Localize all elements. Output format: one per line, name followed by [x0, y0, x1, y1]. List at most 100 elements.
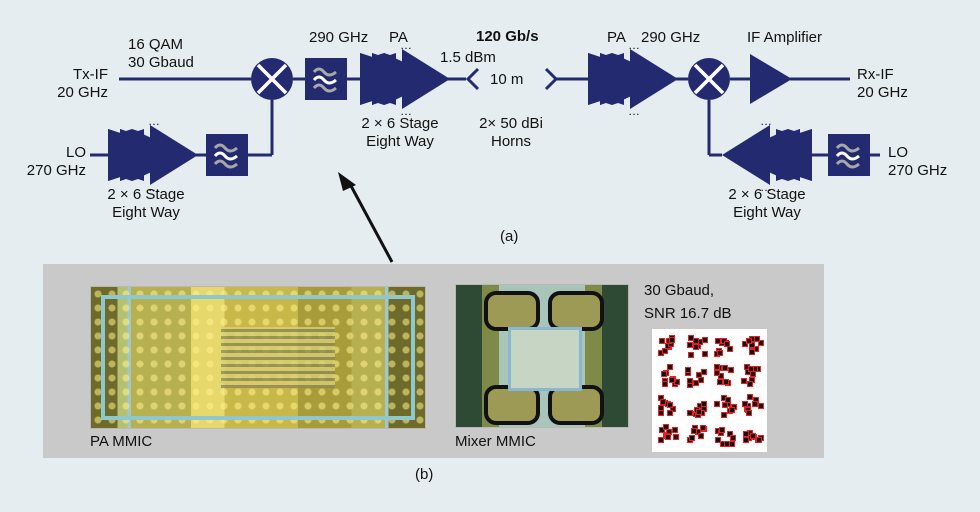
rx-horn-icon: [544, 67, 559, 91]
tx-lo-filter: [204, 132, 250, 178]
constellation-point: [747, 380, 754, 387]
output-power-label: 1.5 dBm: [440, 49, 496, 66]
constellation-point: [750, 433, 757, 440]
constellation-point: [714, 370, 721, 377]
snr-label: SNR 16.7 dB: [644, 305, 732, 322]
rx-power-amplifier: [588, 38, 678, 118]
tx-mixer: [249, 56, 295, 102]
tx-rf-filter: [303, 56, 349, 102]
constellation-point: [755, 437, 762, 444]
constellation-point: [723, 441, 730, 448]
constellation-point: [701, 351, 708, 358]
constellation-point: [669, 336, 676, 343]
constellation-point: [666, 364, 673, 371]
constellation-point: [673, 434, 680, 441]
constellation-point: [758, 339, 765, 346]
constellation-point: [722, 401, 729, 408]
constellation-point: [722, 378, 729, 385]
constellation-point: [666, 410, 673, 417]
mixer-mmic-label: Mixer MMIC: [455, 433, 536, 450]
mixer-mmic-photo: [455, 284, 629, 428]
constellation-point: [721, 364, 728, 371]
rx-lo-filter: [826, 132, 872, 178]
caption-a: (a): [500, 228, 519, 245]
constellation-point: [743, 436, 750, 443]
constellation-point: [745, 338, 752, 345]
constellation-point: [717, 378, 724, 385]
rx-rf-label: 290 GHz: [641, 29, 701, 46]
constellation-point: [693, 379, 700, 386]
constellation-point: [689, 435, 696, 442]
constellation-point: [696, 408, 703, 415]
tx-pa-label: PA: [389, 29, 408, 46]
constellation-point: [666, 401, 673, 408]
constellation-point: [692, 343, 699, 350]
constellation-point: [659, 338, 666, 345]
constellation-point: [746, 394, 753, 401]
constellation-point: [749, 341, 756, 348]
constellation-point: [721, 411, 728, 418]
constellation-point: [697, 376, 704, 383]
constellation-point: [758, 403, 765, 410]
constellation-point: [657, 404, 664, 411]
pa-mmic-photo: [90, 286, 426, 429]
constellation-point: [660, 371, 667, 378]
constellation-point: [726, 345, 733, 352]
constellation-point: [688, 334, 695, 341]
constellation-point: [691, 428, 698, 435]
constellation-point: [751, 401, 758, 408]
distance-label: 10 m: [490, 71, 524, 88]
constellation-point: [715, 437, 722, 444]
if-amplifier-label: IF Amplifier: [747, 29, 823, 46]
constellation-point: [746, 410, 753, 417]
constellation-point: [669, 377, 676, 384]
if-amplifier: [750, 54, 792, 104]
constellation-point: [729, 435, 736, 442]
constellation-point: [685, 366, 692, 373]
constellation-point: [724, 396, 731, 403]
constellation-point: [665, 433, 672, 440]
constellation-point: [715, 338, 722, 345]
constellation-point: [754, 336, 761, 343]
constellation-point: [728, 441, 735, 448]
constellation-point: [749, 371, 756, 378]
constellation-point: [671, 427, 678, 434]
constellation-point: [748, 349, 755, 356]
constellation-point: [662, 424, 669, 431]
constellation-point: [714, 364, 721, 371]
constellation-point: [662, 348, 669, 355]
tx-lo-multiplier: [108, 114, 198, 194]
constellation-rate-label: 30 Gbaud,: [644, 282, 715, 299]
constellation-point: [728, 366, 735, 373]
caption-b: (b): [415, 466, 434, 483]
constellation-point: [741, 377, 748, 384]
rx-pa-label: PA: [607, 29, 626, 46]
constellation-point: [688, 351, 695, 358]
constellation-point: [728, 406, 735, 413]
constellation-point: [693, 338, 700, 345]
constellation-point: [700, 424, 707, 431]
rx-lo-multiplier: [722, 114, 812, 194]
arrow-icon: [338, 172, 394, 263]
tx-power-amplifier: [360, 38, 450, 118]
data-rate-label: 120 Gb/s: [476, 28, 539, 45]
constellation-point: [741, 341, 748, 348]
tx-rf-filter-label: 290 GHz: [309, 29, 369, 46]
constellation-point: [669, 405, 676, 412]
constellation-point: [687, 378, 694, 385]
constellation-point: [698, 432, 705, 439]
constellation-point: [661, 381, 668, 388]
constellation-point: [687, 410, 694, 417]
constellation-point: [717, 349, 724, 356]
constellation-point: [700, 401, 707, 408]
constellation-diagram: [652, 329, 767, 452]
constellation-point: [713, 400, 720, 407]
